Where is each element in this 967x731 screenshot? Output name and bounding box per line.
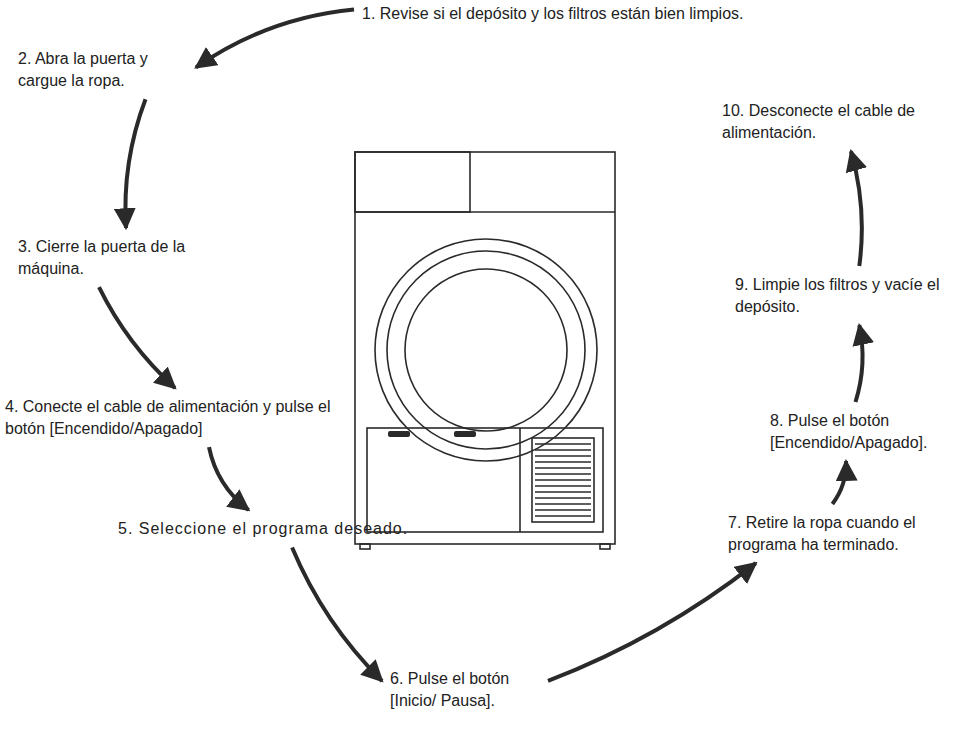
dryer-body (355, 152, 615, 544)
flow-arrow (832, 461, 846, 504)
step-2: 2. Abra la puerta y cargue la ropa. (18, 48, 188, 91)
step-label: 4. Conecte el cable de alimentación y pu… (5, 396, 345, 439)
step-label: 10. Desconecte el cable de alimentación. (722, 100, 937, 143)
step-label: 6. Pulse el botón [Inicio/ Pausa]. (390, 668, 540, 711)
step-6: 6. Pulse el botón [Inicio/ Pausa]. (390, 668, 540, 711)
panel-tab (388, 431, 410, 437)
foot (600, 544, 610, 549)
flow-arrow (125, 99, 145, 228)
panel-tab (454, 431, 476, 437)
grille-slat (535, 467, 591, 468)
step-5: 5. Seleccione el programa deseado. (118, 518, 408, 540)
grille-slat (535, 479, 591, 480)
grille-slat (535, 473, 591, 474)
step-9: 9. Limpie los filtros y vacíe el depósit… (735, 274, 961, 317)
panel-divider (519, 428, 521, 532)
step-4: 4. Conecte el cable de alimentación y pu… (5, 396, 345, 439)
step-label: 9. Limpie los filtros y vacíe el depósit… (735, 274, 961, 317)
grille-slat (535, 443, 591, 444)
grille-slats (535, 444, 591, 516)
lower-panel (367, 428, 603, 532)
grille-slat (535, 497, 591, 498)
step-1: 1. Revise si el depósito y los filtros e… (362, 3, 744, 25)
vent-grille (532, 438, 594, 522)
step-label: 1. Revise si el depósito y los filtros e… (362, 3, 744, 25)
foot (360, 544, 370, 549)
flow-arrow (548, 563, 756, 681)
grille-slat (535, 485, 591, 486)
step-label: 3. Cierre la puerta de la máquina. (18, 236, 198, 279)
step-3: 3. Cierre la puerta de la máquina. (18, 236, 198, 279)
step-7: 7. Retire la ropa cuando el programa ha … (728, 512, 960, 555)
step-label: 8. Pulse el botón [Encendido/Apagado]. (770, 410, 960, 453)
door-ring (387, 251, 585, 449)
step-10: 10. Desconecte el cable de alimentación. (722, 100, 937, 143)
flow-arrow (292, 548, 382, 681)
door-glass (405, 269, 567, 431)
step-label: 7. Retire la ropa cuando el programa ha … (728, 512, 960, 555)
step-8: 8. Pulse el botón [Encendido/Apagado]. (770, 410, 960, 453)
grille-slat (535, 509, 591, 510)
step-label: 2. Abra la puerta y cargue la ropa. (18, 48, 188, 91)
flow-arrow (851, 151, 862, 266)
step-label: 5. Seleccione el programa deseado. (118, 518, 408, 540)
flow-arrow (99, 287, 175, 388)
grille-slat (535, 449, 591, 450)
flow-arrow (196, 9, 354, 67)
grille-slat (535, 503, 591, 504)
grille-slat (535, 455, 591, 456)
flow-arrow (856, 325, 863, 402)
flow-arrow (209, 447, 249, 510)
grille-slat (535, 491, 591, 492)
grille-slat (535, 461, 591, 462)
detergent-panel (355, 152, 470, 212)
grille-slat (535, 515, 591, 516)
